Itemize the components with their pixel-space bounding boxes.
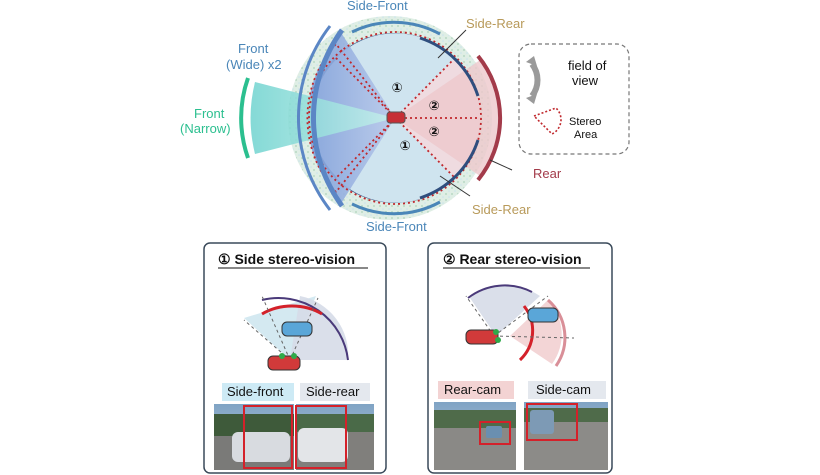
zone-marker-side-bottom: ①	[399, 139, 410, 154]
stereo-cross-1	[335, 57, 456, 179]
stereo-circle-outline	[308, 31, 482, 205]
front-narrow-arc	[239, 77, 250, 159]
label-side-rear-top: Side-Rear	[466, 16, 525, 31]
side-fov-rear-sector	[290, 296, 349, 360]
side-stereo-panel: ① Side stereo-vision Side-front Side-rea…	[203, 242, 387, 474]
side-rear-highlight	[295, 405, 347, 469]
zone-marker-rear-bottom: ②	[428, 125, 439, 140]
side-rear-photo-car	[298, 428, 348, 462]
fov-legend-arrow-bottom	[526, 94, 537, 104]
side-front-top-zone	[336, 33, 455, 118]
side-cam-photo-car	[530, 410, 554, 434]
rear-cam-photo-road	[434, 428, 516, 470]
rear-ray-2	[493, 335, 575, 339]
side-rear-photo	[295, 404, 374, 470]
rear-cam-tag-bg	[438, 381, 514, 399]
label-front-wide-1: Front	[238, 41, 269, 56]
side-cam-tag: Side-cam	[536, 382, 591, 397]
rear-cam-photo-trees	[434, 410, 516, 428]
rear-ray-3	[493, 295, 549, 337]
rear-red-arc	[547, 298, 567, 367]
rear-panel-title: ② Rear stereo-vision	[443, 251, 582, 267]
label-side-front-top: Side-Front	[347, 0, 408, 13]
leader-rear	[489, 159, 513, 171]
rear-arc	[476, 54, 503, 182]
label-front-narrow-1: Front	[194, 106, 225, 121]
rear-cam-photo	[434, 402, 516, 470]
rear-target-car-icon	[527, 307, 559, 323]
front-narrow-sector	[250, 82, 395, 154]
rear-cam-tag: Rear-cam	[444, 382, 501, 397]
side-target-car-icon	[281, 321, 313, 337]
legend-box	[518, 43, 630, 155]
front-wide-arc-2	[296, 25, 332, 211]
stereo-cross-2	[335, 57, 456, 179]
label-front-wide-2: (Wide) x2	[226, 57, 282, 72]
side-ray-2	[289, 297, 319, 361]
rear-camera-dot-2	[495, 337, 501, 343]
label-side-rear-bottom: Side-Rear	[472, 202, 531, 217]
legend: field of view Stereo Area	[518, 43, 630, 155]
side-front-tag: Side-front	[227, 384, 284, 399]
side-cam-highlight	[526, 403, 578, 441]
side-rear-bottom-arc	[419, 139, 480, 200]
side-stereo-arc	[261, 304, 323, 316]
side-cam-photo	[524, 402, 608, 470]
label-rear: Rear	[533, 166, 562, 181]
side-camera-dot-1	[279, 353, 285, 359]
front-wide-arc	[311, 28, 345, 208]
side-panel-title: ① Side stereo-vision	[218, 251, 355, 267]
fov-legend-arrow-top	[526, 56, 537, 66]
side-camera-dot-2	[291, 353, 297, 359]
side-rear-tag-bg	[300, 383, 370, 401]
fov-legend-icon	[529, 62, 541, 98]
legend-stereo-label-1: Stereo	[569, 116, 601, 128]
side-front-photo-trees	[214, 414, 294, 436]
side-front-photo-car	[232, 432, 290, 462]
rear-ray-1	[465, 295, 495, 337]
leader-side-rear-bottom	[439, 175, 471, 197]
legend-fov-label-1: field of	[568, 58, 607, 73]
zone-marker-rear-top: ②	[428, 99, 439, 114]
side-cam-tag-bg	[528, 381, 606, 399]
side-front-highlight	[243, 405, 293, 469]
side-front-bottom-arc	[351, 200, 441, 216]
side-front-top-arc	[351, 20, 441, 36]
zone-marker-side-top: ①	[391, 81, 402, 96]
rear-cam-photo-car	[486, 426, 502, 438]
rear-fov-side-sector	[470, 285, 540, 336]
rear-stereo-panel: ② Rear stereo-vision Rear-cam Side-cam	[427, 242, 613, 474]
side-front-photo	[214, 404, 294, 470]
stereo-area-legend-icon	[532, 107, 562, 135]
side-rear-top-arc	[419, 36, 480, 97]
legend-fov-label-2: view	[572, 73, 599, 88]
side-rear-tag: Side-rear	[306, 384, 360, 399]
leader-side-rear-top	[437, 29, 467, 59]
top-coverage-diagram: ① ② ② ① Side-Front Side-Rear Front (Wide…	[180, 0, 562, 234]
side-front-bottom-zone	[336, 118, 455, 203]
side-rear-photo-trees	[296, 414, 374, 432]
label-front-narrow-2: (Narrow)	[180, 121, 231, 136]
side-front-tag-bg	[222, 383, 294, 401]
side-ray-3	[243, 319, 291, 361]
rear-stereo-arc	[518, 305, 535, 362]
label-side-front-bottom: Side-Front	[366, 219, 427, 234]
rear-fov-arc	[467, 284, 533, 299]
rear-camera-dot-1	[493, 329, 499, 335]
legend-stereo-label-2: Area	[574, 129, 598, 141]
ego-car-icon	[386, 111, 406, 124]
rear-cam-highlight	[479, 421, 511, 445]
